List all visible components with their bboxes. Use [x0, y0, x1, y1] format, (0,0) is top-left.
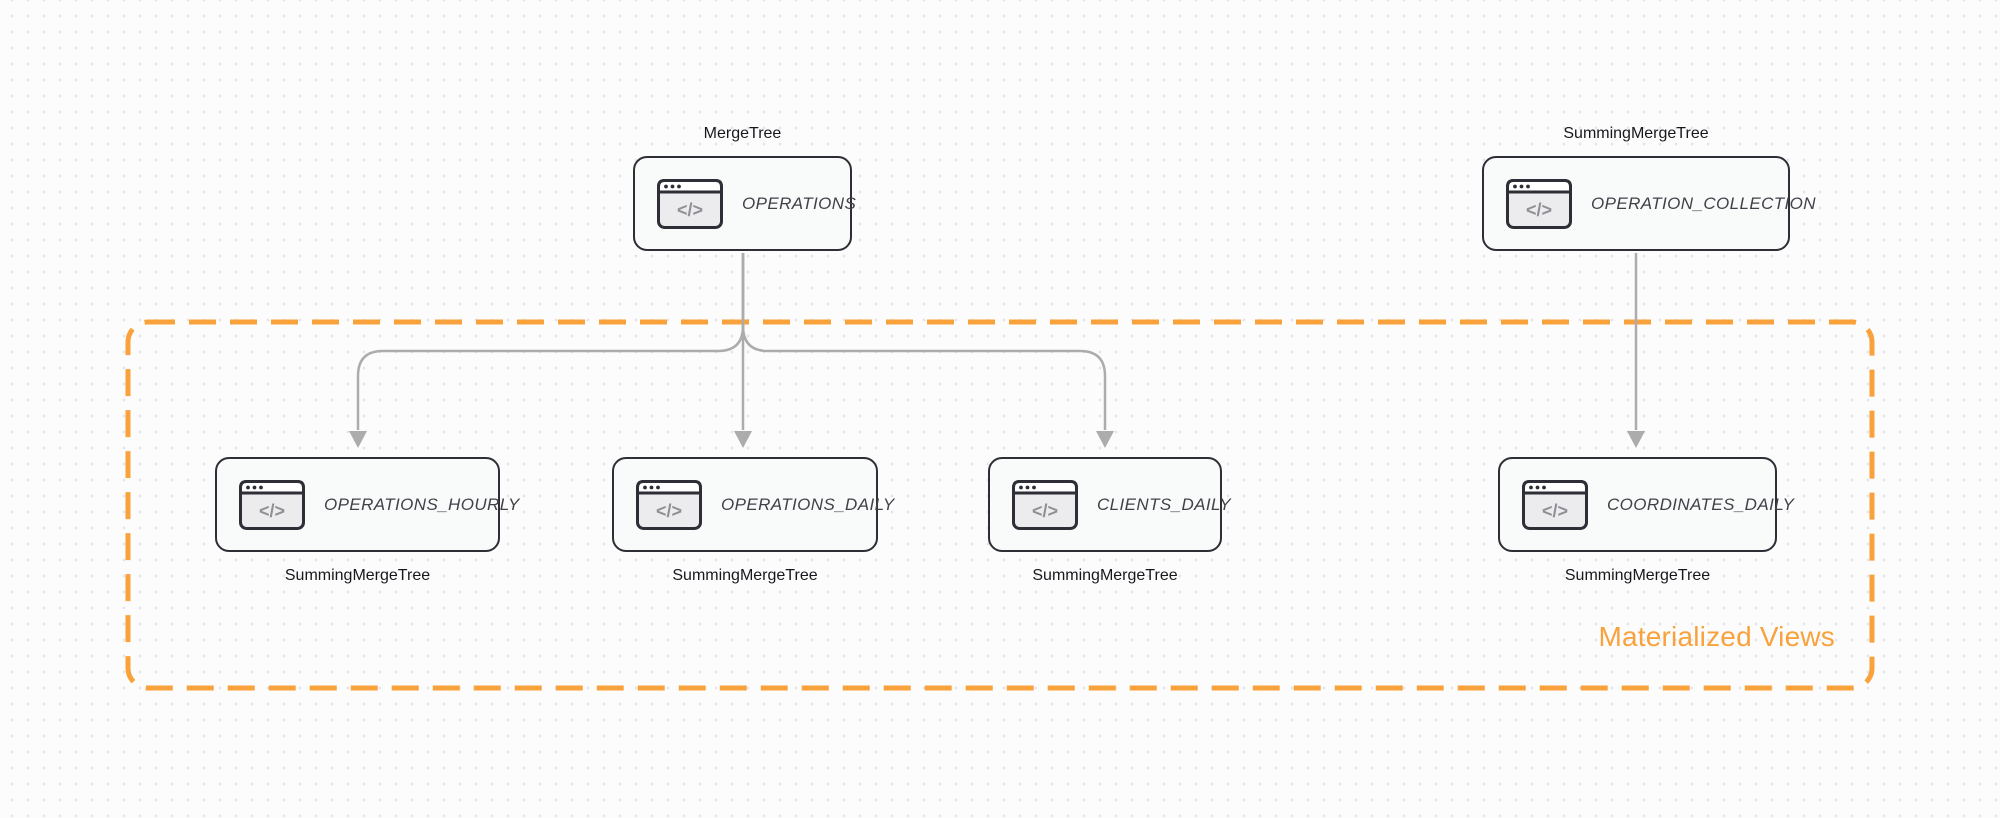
node-box-clients-daily[interactable]: </> CLIENTS_DAILY	[988, 457, 1231, 552]
materialized-views-label: Materialized Views	[1598, 621, 1835, 652]
code-window-icon: </>	[1506, 178, 1572, 229]
edge-operations-to-operations-hourly	[356, 253, 745, 430]
svg-text:</>: </>	[1542, 501, 1568, 521]
code-window-icon: </>	[657, 178, 723, 229]
node-operations: MergeTree </> OPERATIONS	[633, 124, 856, 251]
engine-label: SummingMergeTree	[1564, 567, 1711, 584]
node-title: COORDINATES_DAILY	[1607, 494, 1795, 514]
code-window-icon: </>	[1522, 479, 1588, 530]
node-operations-hourly: </> OPERATIONS_HOURLY SummingMergeTree	[215, 457, 519, 585]
arrowhead-icon	[1096, 431, 1114, 448]
svg-text:</>: </>	[677, 200, 703, 220]
node-clients-daily: </> CLIENTS_DAILY SummingMergeTree	[988, 457, 1231, 585]
node-title: CLIENTS_DAILY	[1097, 494, 1232, 514]
arrowhead-icon	[1627, 431, 1645, 448]
node-operations-daily: </> OPERATIONS_DAILY SummingMergeTree	[612, 457, 894, 585]
svg-text:</>: </>	[259, 501, 285, 521]
svg-text:</>: </>	[656, 501, 682, 521]
node-title: OPERATIONS	[742, 193, 857, 213]
node-box-operation-collection[interactable]: </> OPERATION_COLLECTION	[1482, 156, 1816, 251]
svg-text:</>: </>	[1526, 200, 1552, 220]
code-window-icon: </>	[1012, 479, 1078, 530]
engine-label: SummingMergeTree	[284, 567, 431, 584]
node-box-operations-daily[interactable]: </> OPERATIONS_DAILY	[612, 457, 894, 552]
arrowhead-icon	[349, 431, 367, 448]
node-operation-collection: SummingMergeTree </> OPERATION_COLLECTIO…	[1482, 124, 1816, 251]
node-box-operations[interactable]: </> OPERATIONS	[633, 156, 856, 251]
engine-label: SummingMergeTree	[1032, 567, 1178, 584]
edge-operations-to-clients-daily	[741, 253, 1107, 430]
code-window-icon: </>	[636, 479, 702, 530]
engine-label: SummingMergeTree	[1563, 125, 1709, 142]
engine-label: SummingMergeTree	[672, 567, 818, 584]
node-box-operations-hourly[interactable]: </> OPERATIONS_HOURLY	[215, 457, 519, 552]
node-coordinates-daily: </> COORDINATES_DAILY SummingMergeTree	[1498, 457, 1794, 585]
node-title: OPERATIONS_DAILY	[721, 494, 895, 514]
engine-label: MergeTree	[703, 125, 782, 142]
materialized-views-region	[125, 319, 1875, 691]
node-title: OPERATION_COLLECTION	[1591, 193, 1816, 213]
code-window-icon: </>	[239, 479, 305, 530]
svg-text:</>: </>	[1032, 501, 1058, 521]
arrowhead-icon	[734, 431, 752, 448]
node-title: OPERATIONS_HOURLY	[324, 494, 520, 514]
node-box-coordinates-daily[interactable]: </> COORDINATES_DAILY	[1498, 457, 1794, 552]
